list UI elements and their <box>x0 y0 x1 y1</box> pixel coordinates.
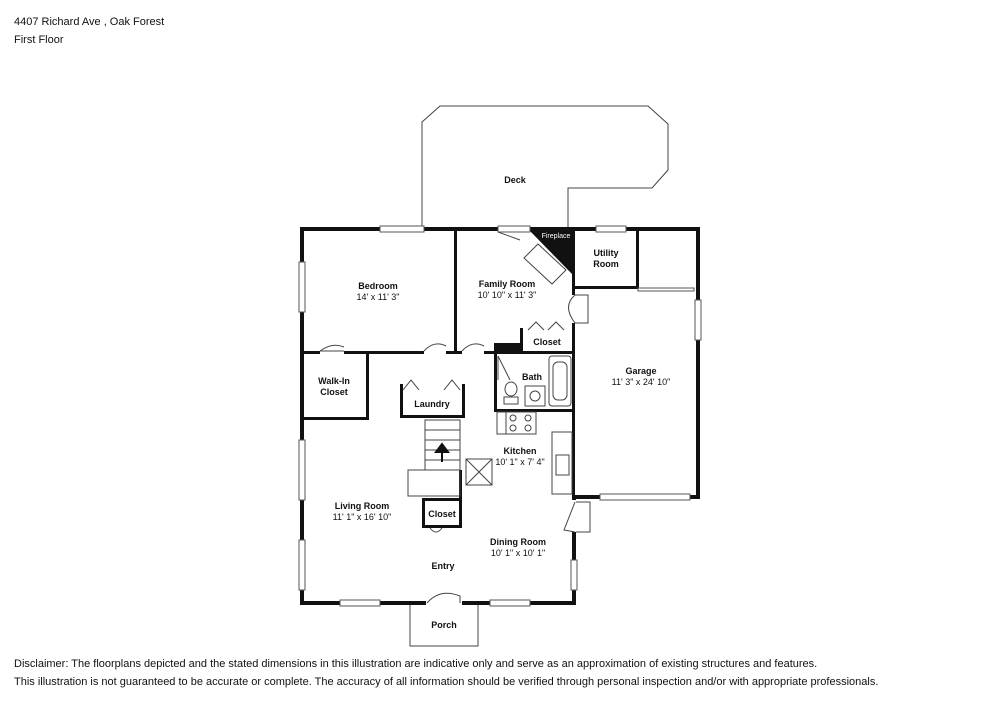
label-family-room: Family Room <box>479 279 536 289</box>
dims-living-room: 11' 1" x 16' 10" <box>333 512 392 522</box>
wall <box>494 351 497 411</box>
label-bedroom: Bedroom <box>358 281 398 291</box>
bathtub-basin <box>552 361 568 401</box>
wall <box>422 498 462 501</box>
window <box>339 599 381 607</box>
wall <box>300 227 304 605</box>
wall <box>696 227 700 499</box>
wall <box>366 351 369 420</box>
door <box>497 231 521 241</box>
window <box>497 225 531 233</box>
wall <box>572 227 575 495</box>
window <box>379 225 425 233</box>
wall <box>400 415 465 418</box>
stove <box>505 411 537 435</box>
door <box>568 294 589 324</box>
door <box>461 343 485 352</box>
dims-kitchen: 10' 1" x 7' 4" <box>495 457 544 467</box>
wall <box>575 286 637 289</box>
fireplace-hearth <box>523 243 567 285</box>
toilet-tank <box>503 396 519 405</box>
stair-landing <box>407 469 461 497</box>
dims-bedroom: 14' x 11' 3" <box>357 292 400 302</box>
door <box>319 344 345 352</box>
window <box>489 599 531 607</box>
window <box>637 287 695 292</box>
door-gap <box>462 350 484 355</box>
door <box>423 343 447 352</box>
wall <box>520 351 572 354</box>
label-kitchen: Kitchen <box>503 446 536 456</box>
window <box>595 225 627 233</box>
refrigerator-cross <box>465 458 493 486</box>
door-gap <box>424 350 446 355</box>
refrigerator <box>465 458 493 486</box>
label-porch: Porch <box>431 620 457 630</box>
stove-burners <box>509 414 532 432</box>
stair-arrow <box>434 442 450 462</box>
toilet <box>504 381 518 397</box>
label-utility-room-2: Room <box>593 259 619 269</box>
door <box>527 321 565 331</box>
label-bath: Bath <box>522 372 542 382</box>
floor-title: First Floor <box>14 34 64 46</box>
label-living-room: Living Room <box>335 501 390 511</box>
wall <box>400 384 403 418</box>
wall <box>520 328 523 354</box>
label-fireplace: Fireplace <box>542 233 571 240</box>
label-laundry: Laundry <box>414 399 450 409</box>
door <box>426 592 461 604</box>
label-dining-room: Dining Room <box>490 537 546 547</box>
wall <box>494 409 574 412</box>
kitchen-sink <box>555 454 570 476</box>
fireplace <box>530 231 572 274</box>
dims-dining-room: 10' 1" x 10' 1" <box>491 548 545 558</box>
label-entry: Entry <box>431 561 454 571</box>
dims-family-room: 10' 10" x 11' 3" <box>478 290 537 300</box>
door-gap <box>571 295 576 323</box>
door <box>429 527 443 533</box>
label-closet-family: Closet <box>533 337 561 347</box>
wall <box>636 227 639 289</box>
wall <box>422 525 462 528</box>
label-closet-entry: Closet <box>428 509 456 519</box>
deck-outline <box>421 105 669 230</box>
window <box>298 539 306 591</box>
counter <box>551 431 573 495</box>
wall <box>572 495 576 605</box>
wall <box>494 343 520 354</box>
window <box>570 559 578 591</box>
counter <box>496 411 507 435</box>
door <box>402 379 461 391</box>
door-gap <box>571 500 576 532</box>
door <box>497 355 511 381</box>
label-walk-in-closet-2: Closet <box>320 387 348 397</box>
label-utility-room-1: Utility <box>593 248 618 258</box>
dims-garage: 11' 3" x 24' 10" <box>612 377 671 387</box>
bathtub <box>548 355 572 407</box>
wall <box>300 351 496 354</box>
wall <box>454 227 457 354</box>
garage-door <box>599 493 691 501</box>
window <box>298 261 306 313</box>
wall <box>422 498 425 528</box>
disclaimer-line-1: Disclaimer: The floorplans depicted and … <box>14 658 818 670</box>
bath-sink-bowl <box>529 390 541 402</box>
label-walk-in-closet-1: Walk-In <box>318 376 350 386</box>
label-deck: Deck <box>504 175 527 185</box>
window <box>694 299 702 341</box>
wall <box>459 498 462 528</box>
door-gap <box>426 600 462 606</box>
wall <box>462 384 465 418</box>
disclaimer-line-2: This illustration is not guaranteed to b… <box>14 676 879 688</box>
address-title: 4407 Richard Ave , Oak Forest <box>14 16 165 28</box>
door-gap <box>320 350 344 355</box>
door <box>563 501 591 533</box>
window <box>298 439 306 501</box>
label-garage: Garage <box>625 366 656 376</box>
wall <box>300 417 368 420</box>
bath-sink <box>524 385 546 407</box>
